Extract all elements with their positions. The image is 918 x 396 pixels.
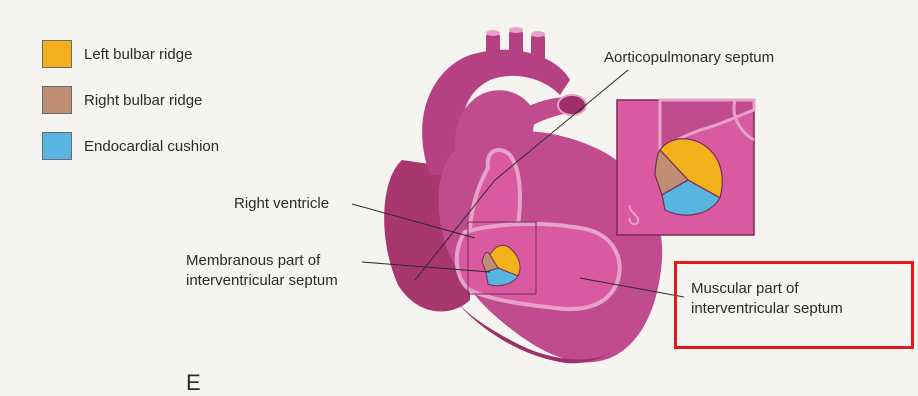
figure-letter: E: [186, 370, 201, 396]
highlight-box-muscular: Muscular part of interventricular septum: [674, 261, 914, 349]
inset-magnified-view: [617, 100, 754, 235]
legend-label: Right bulbar ridge: [84, 92, 202, 109]
vessel-branch-3: [531, 34, 545, 64]
vessel-branch-1: [486, 33, 500, 63]
ventricle-chamber: [457, 224, 620, 309]
legend-item-endocardial-cushion: Endocardial cushion: [42, 132, 219, 160]
label-right-ventricle: Right ventricle: [234, 195, 329, 213]
legend-label: Endocardial cushion: [84, 138, 219, 155]
legend-swatch-right-bulbar-ridge: [42, 86, 72, 114]
vessel-branch-2: [509, 30, 523, 60]
legend-swatch-left-bulbar-ridge: [42, 40, 72, 68]
label-muscular-line1: Muscular part of: [691, 280, 911, 298]
legend-item-right-bulbar-ridge: Right bulbar ridge: [42, 86, 219, 114]
legend-item-left-bulbar-ridge: Left bulbar ridge: [42, 40, 219, 68]
legend: Left bulbar ridge Right bulbar ridge End…: [42, 40, 219, 178]
vessel-branch-2-top: [509, 27, 523, 33]
label-aorticopulmonary-septum: Aorticopulmonary septum: [604, 49, 774, 67]
label-membranous-line1: Membranous part of: [186, 252, 320, 270]
legend-label: Left bulbar ridge: [84, 46, 192, 63]
label-membranous-line2: interventricular septum: [186, 272, 338, 290]
pulmonary-opening: [558, 95, 586, 115]
legend-swatch-endocardial-cushion: [42, 132, 72, 160]
vessel-branch-3-top: [531, 31, 545, 37]
vessel-branch-1-top: [486, 30, 500, 36]
label-muscular-line2: interventricular septum: [691, 300, 911, 318]
